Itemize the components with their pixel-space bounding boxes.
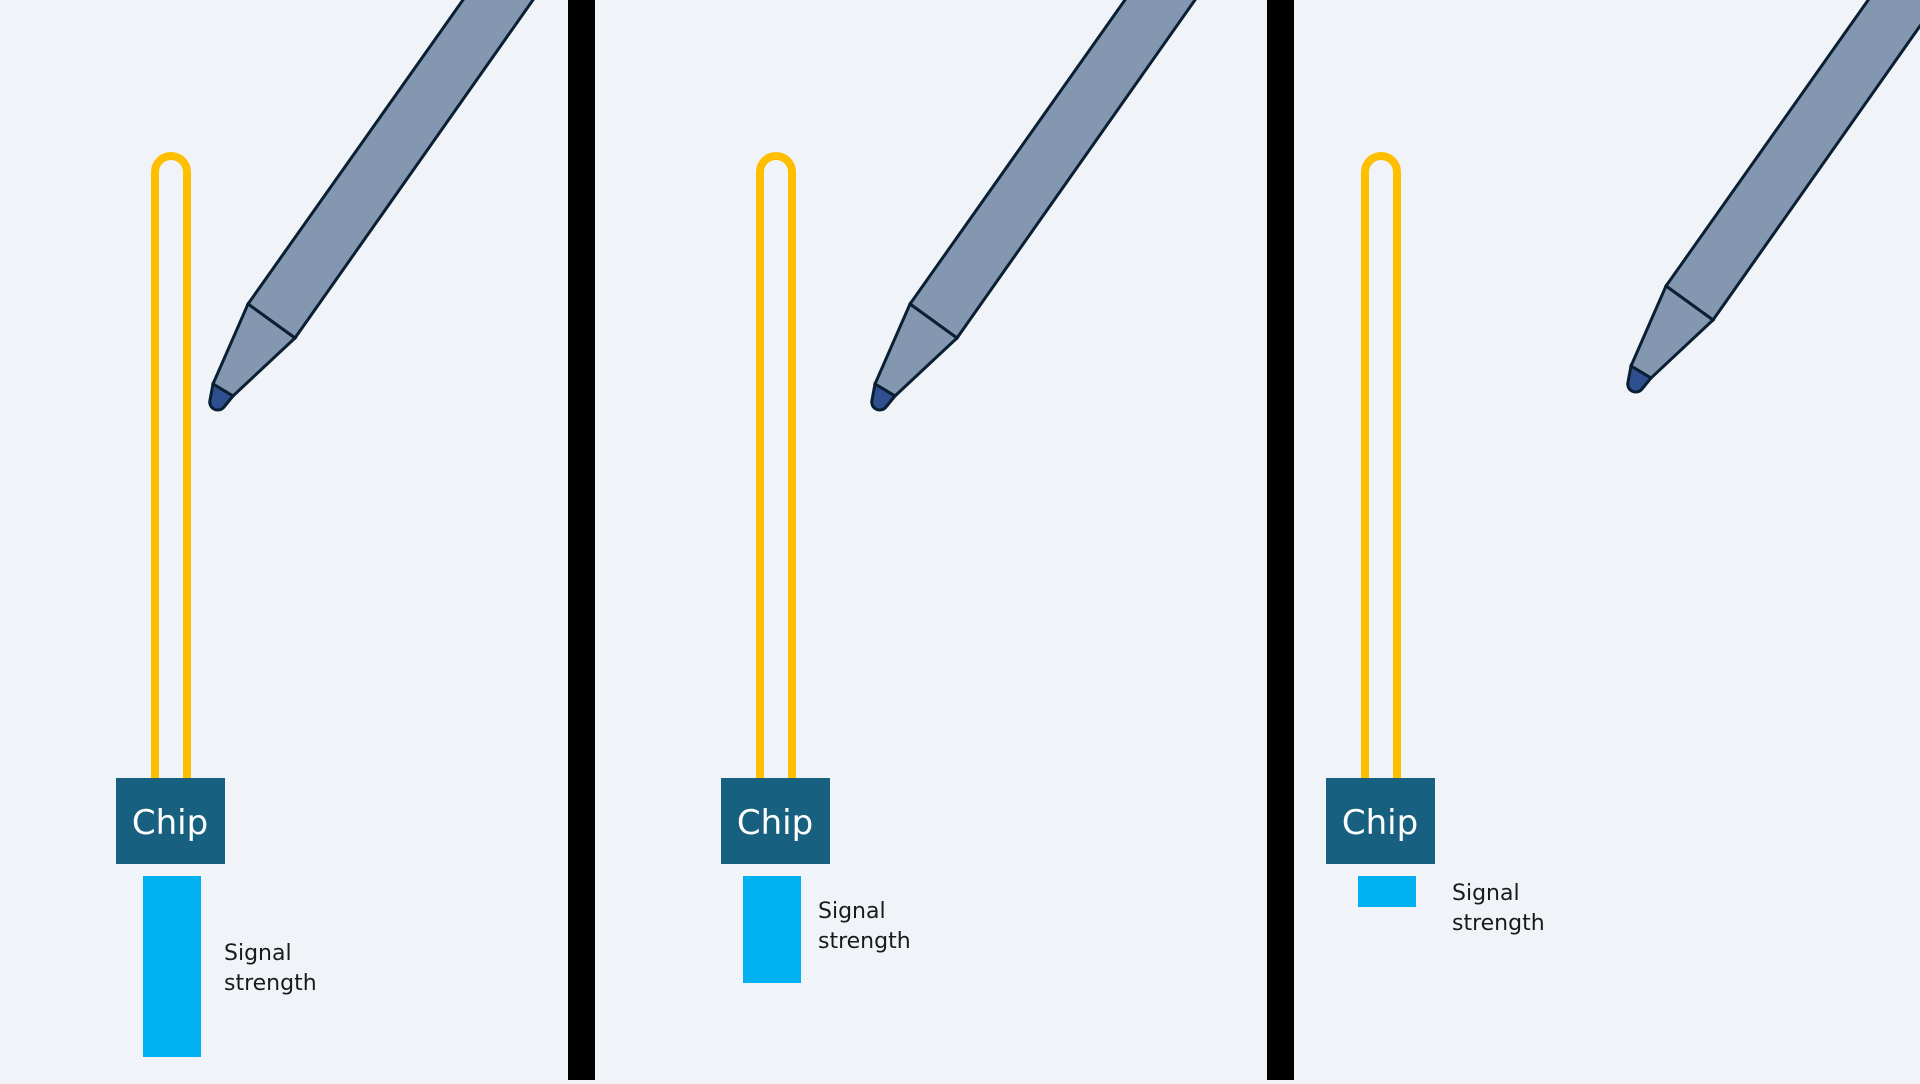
- stylus-pen: [870, 0, 1197, 412]
- panel-divider: [1267, 0, 1294, 1080]
- stylus-pen: [208, 0, 535, 412]
- signal-label-line2: strength: [224, 971, 317, 996]
- panel-1: Chip Signal strength: [116, 0, 535, 1057]
- signal-label-line1: Signal: [818, 899, 886, 924]
- signal-label-line2: strength: [1452, 911, 1545, 936]
- chip-box: [721, 778, 830, 864]
- signal-strength-bar: [1358, 876, 1416, 907]
- stylus-pen: [1626, 0, 1920, 394]
- panel-3: Chip Signal strength: [1326, 0, 1920, 936]
- chip-box: [116, 778, 225, 864]
- chip-label: Chip: [132, 803, 208, 843]
- antenna-loop: [756, 152, 796, 780]
- pen-tip: [870, 381, 898, 412]
- antenna-loop: [1361, 152, 1401, 780]
- pen-tip: [1626, 363, 1654, 394]
- chip-label: Chip: [737, 803, 813, 843]
- chip-label: Chip: [1342, 803, 1418, 843]
- panel-divider: [568, 0, 595, 1080]
- antenna-loop: [151, 152, 191, 780]
- signal-strength-bar: [743, 876, 801, 983]
- chip-box: [1326, 778, 1435, 864]
- signal-strength-bar: [143, 876, 201, 1057]
- signal-label-line1: Signal: [224, 941, 292, 966]
- signal-label-line2: strength: [818, 929, 911, 954]
- panel-2: Chip Signal strength: [721, 0, 1197, 983]
- pen-tip: [208, 381, 236, 412]
- signal-label-line1: Signal: [1452, 881, 1520, 906]
